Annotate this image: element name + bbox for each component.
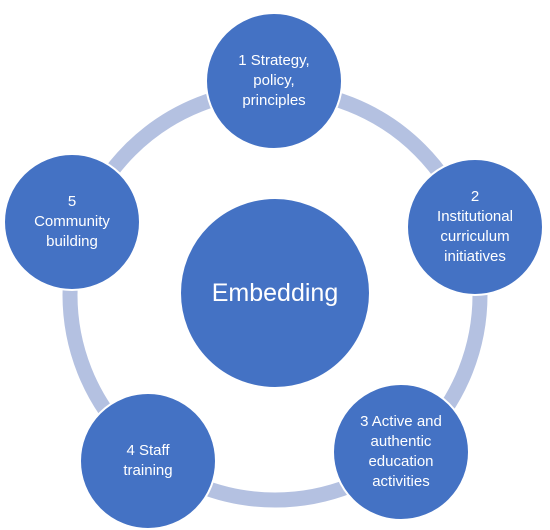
node-strategy-policy-principles: 1 Strategy, policy, principles [205, 12, 343, 150]
node-1-label: 1 Strategy, policy, principles [238, 52, 310, 109]
node-active-authentic-education-activities: 3 Active and authentic education activit… [332, 383, 470, 521]
node-2-label: 2 Institutional curriculum initiatives [437, 188, 513, 265]
node-community-building: 5 Community building [3, 153, 141, 291]
node-5-label: 5 Community building [34, 193, 110, 250]
node-3-label: 3 Active and authentic education activit… [360, 413, 442, 490]
center-circle-embedding: Embedding [179, 197, 371, 389]
node-institutional-curriculum-initiatives: 2 Institutional curriculum initiatives [406, 158, 544, 296]
node-4-label: 4 Staff training [123, 442, 173, 479]
center-label: Embedding [211, 279, 339, 307]
node-staff-training: 4 Staff training [79, 392, 217, 530]
